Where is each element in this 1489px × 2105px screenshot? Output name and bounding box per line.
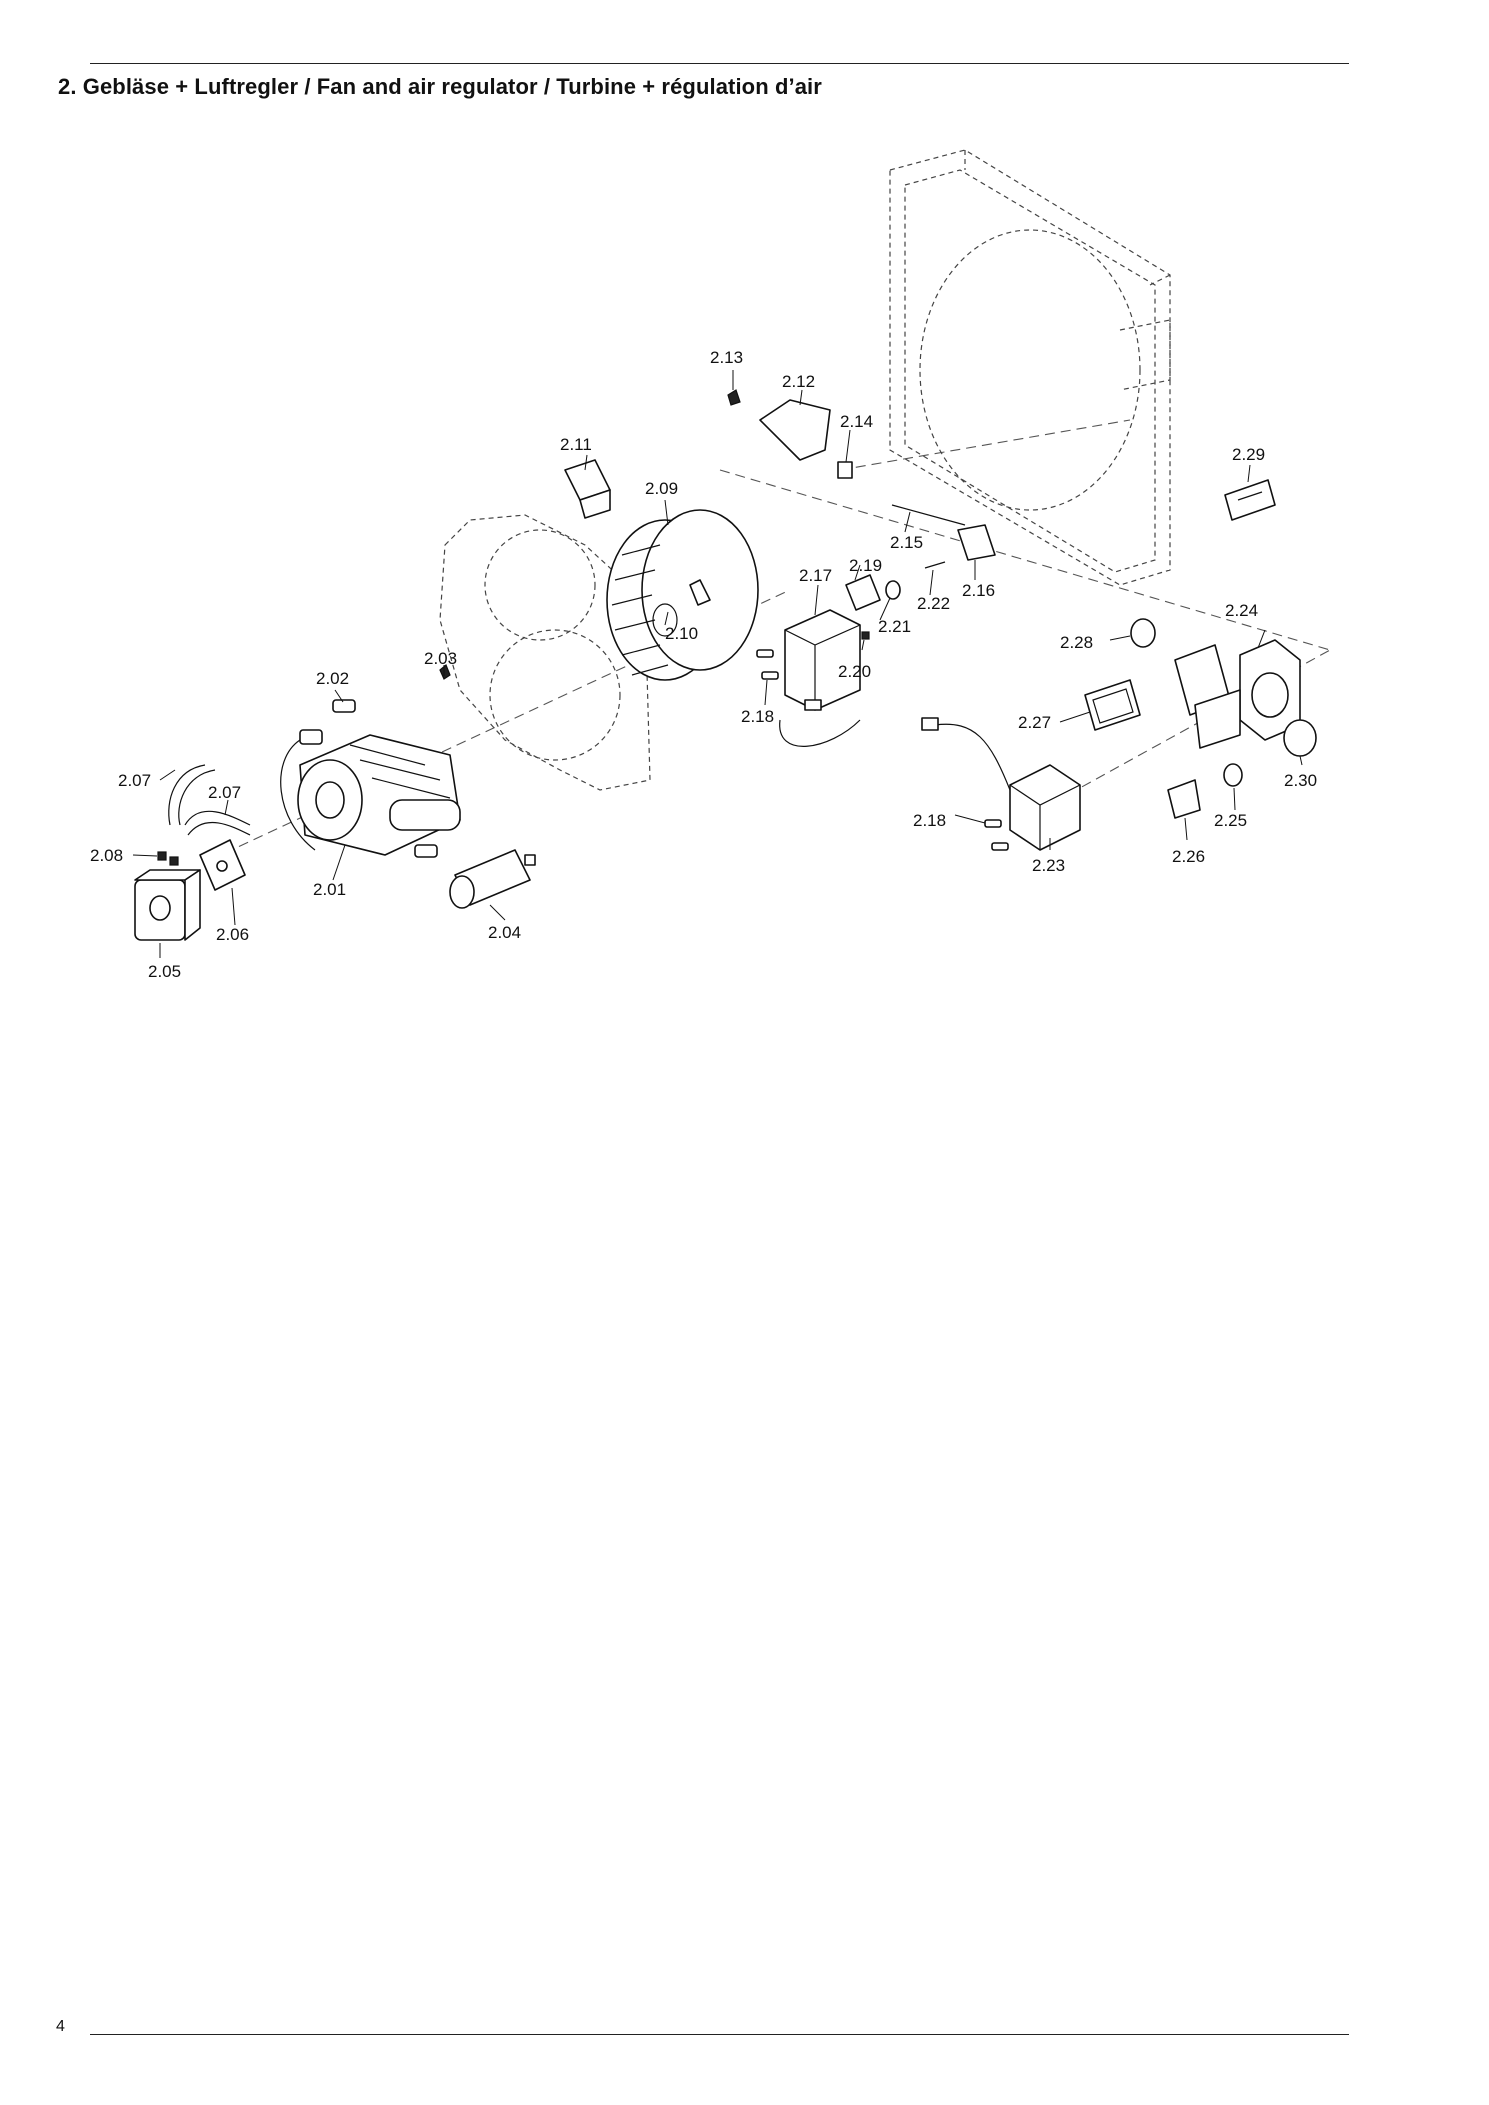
fan-housing-plate <box>439 514 651 791</box>
part-213 <box>727 389 741 406</box>
part-219 <box>845 574 881 611</box>
label-203: 2.03 <box>424 649 457 668</box>
burner-housing <box>889 149 1171 586</box>
part-screw-202 <box>332 699 356 713</box>
part-216 <box>957 524 996 561</box>
part-oring-228 <box>1130 618 1156 648</box>
part-gasket-227 <box>1084 679 1141 731</box>
label-219: 2.19 <box>849 556 882 575</box>
top-rule <box>90 63 1349 64</box>
part-229 <box>1224 479 1276 521</box>
label-205: 2.05 <box>148 962 181 981</box>
bottom-rule <box>90 2034 1349 2035</box>
part-screw-218b2 <box>991 842 1009 851</box>
part-bracket-211b <box>579 489 611 519</box>
label-207a: 2.07 <box>118 771 151 790</box>
part-208b <box>169 856 179 866</box>
label-214: 2.14 <box>840 412 873 431</box>
leader-lines <box>132 370 1303 958</box>
part-servomotor-223 <box>921 717 1081 851</box>
label-223: 2.23 <box>1032 856 1065 875</box>
label-204: 2.04 <box>488 923 521 942</box>
label-220: 2.20 <box>838 662 871 681</box>
part-screw-motor <box>414 844 438 858</box>
part-motor <box>280 729 461 856</box>
part-208 <box>157 851 167 861</box>
label-229: 2.29 <box>1232 445 1265 464</box>
label-225: 2.25 <box>1214 811 1247 830</box>
label-230: 2.30 <box>1284 771 1317 790</box>
part-capacitor <box>449 849 536 909</box>
label-226: 2.26 <box>1172 847 1205 866</box>
label-228: 2.28 <box>1060 633 1093 652</box>
label-217: 2.17 <box>799 566 832 585</box>
part-hose-2 <box>184 810 251 826</box>
part-cable <box>779 719 861 747</box>
part-225 <box>1223 763 1243 787</box>
label-224: 2.24 <box>1225 601 1258 620</box>
label-208: 2.08 <box>90 846 123 865</box>
label-211: 2.11 <box>560 435 592 454</box>
part-damper-212 <box>759 399 831 461</box>
part-226 <box>1167 779 1201 819</box>
part-connector-223 <box>921 717 939 731</box>
label-210: 2.10 <box>665 624 698 643</box>
label-216: 2.16 <box>962 581 995 600</box>
label-207b: 2.07 <box>208 783 241 802</box>
page-title: 2. Gebläse + Luftregler / Fan and air re… <box>58 74 822 99</box>
part-screw-218b <box>984 819 1002 828</box>
label-213: 2.13 <box>710 348 743 367</box>
part-214 <box>837 461 853 479</box>
part-206-hole <box>216 860 228 872</box>
part-oring-230 <box>1283 719 1317 757</box>
label-218a: 2.18 <box>741 707 774 726</box>
label-212: 2.12 <box>782 372 815 391</box>
part-connector <box>804 699 822 711</box>
page-number: 4 <box>56 2018 65 2035</box>
part-fan-wheel <box>606 509 759 681</box>
part-hose-1 <box>168 764 206 826</box>
part-screw-218a <box>756 649 774 658</box>
part-220 <box>861 631 870 640</box>
label-218b: 2.18 <box>913 811 946 830</box>
part-gasket-227-inner <box>1092 688 1134 724</box>
label-201: 2.01 <box>313 880 346 899</box>
label-209: 2.09 <box>645 479 678 498</box>
part-air-regulator-224 <box>1174 639 1301 749</box>
part-labels: 2.01 2.02 2.03 2.04 2.05 2.06 2.07 2.07 … <box>90 348 1317 981</box>
part-221 <box>885 580 901 600</box>
label-222: 2.22 <box>917 594 950 613</box>
part-222 <box>924 561 946 569</box>
part-hose-2b <box>187 821 251 836</box>
label-206: 2.06 <box>216 925 249 944</box>
label-221: 2.21 <box>878 617 911 636</box>
label-215: 2.15 <box>890 533 923 552</box>
label-202: 2.02 <box>316 669 349 688</box>
label-227: 2.27 <box>1018 713 1051 732</box>
part-205 <box>134 869 201 941</box>
part-servomotor-217 <box>784 609 861 711</box>
part-hose-1b <box>178 769 216 826</box>
part-shaft-215 <box>891 504 966 526</box>
part-screw-218a2 <box>761 671 779 680</box>
